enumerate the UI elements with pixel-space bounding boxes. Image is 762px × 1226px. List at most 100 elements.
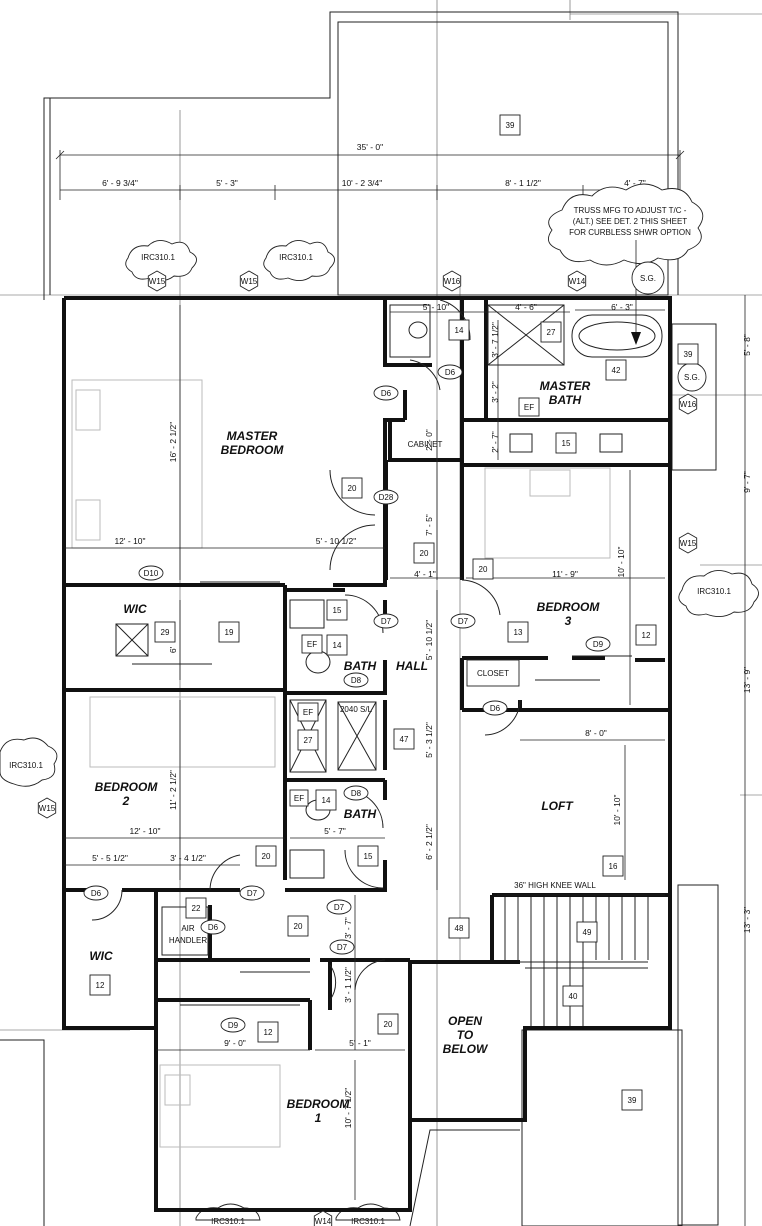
sg-label-2: S.G. [684, 373, 700, 382]
tag-number: 15 [364, 852, 373, 861]
tag-number: 27 [547, 328, 556, 337]
door-tag-d10: D10 [138, 565, 164, 581]
door-tag-oval [138, 565, 164, 581]
tag-box [357, 845, 379, 867]
tag-t29: 29 [154, 621, 176, 643]
door-tag-d6d: D6 [83, 885, 109, 901]
door-tag-d7b: D7 [450, 613, 476, 629]
dim-mbath-1: 3' - 7 1/2" [490, 322, 500, 358]
tag-t47: 47 [393, 728, 415, 750]
tag-number: 20 [420, 549, 429, 558]
truss-note-line-3: FOR CURBLESS SHWR OPTION [569, 228, 691, 237]
room-open-1: OPEN [448, 1014, 482, 1028]
interior-dim-lines [64, 295, 746, 1226]
dim-mb-depth: 16' - 2 1/2" [168, 422, 178, 463]
tag-number: 20 [384, 1020, 393, 1029]
tag-t16: 16 [602, 855, 624, 877]
door-tag-d7d: D7 [326, 899, 352, 915]
dim-low-1: 5' - 5 1/2" [92, 853, 128, 863]
tag-box [341, 477, 363, 499]
tag-t39c: 39 [621, 1089, 643, 1111]
tag-box [448, 917, 470, 939]
tag-box [540, 321, 562, 343]
door-tag-d6b: D6 [437, 364, 463, 380]
window-tag-label: W15 [39, 804, 56, 813]
stair-treads [504, 897, 649, 1026]
dim-shower-w: 4' - 6" [515, 302, 537, 312]
door-tag-label: D6 [381, 389, 392, 398]
room-bedroom-3-2: 3 [565, 614, 572, 628]
exterior-walls [62, 296, 672, 1212]
window-tag-label: W15 [149, 277, 166, 286]
room-bedroom-1-2: 1 [315, 1111, 322, 1125]
tag-t14b: 14 [326, 634, 348, 656]
dim-hall-6: 3' - 7" [343, 917, 353, 939]
door-tag-label: D7 [334, 903, 345, 912]
tag-t12a: 12 [635, 624, 657, 646]
door-tag-oval [329, 939, 355, 955]
dim-br2-w: 12' - 10" [129, 826, 160, 836]
tag-t15c: 15 [357, 845, 379, 867]
door-tag-label: D9 [228, 1021, 239, 1030]
tag-t20c: 20 [472, 558, 494, 580]
tag-box [507, 621, 529, 643]
window-tag-w16a: W16 [442, 270, 462, 292]
tag-box [255, 845, 277, 867]
door-tag-d9b: D9 [220, 1017, 246, 1033]
tag-t14c: 14 [315, 789, 337, 811]
dim-bath2-w: 5' - 7" [324, 826, 346, 836]
tag-t12b: 12 [89, 974, 111, 996]
tag-t19: 19 [218, 621, 240, 643]
tag-t39a: 39 [499, 114, 521, 136]
tag-box [218, 621, 240, 643]
door-tag-oval [585, 636, 611, 652]
tag-t39b: 39 [677, 343, 699, 365]
door-tag-oval [373, 613, 399, 629]
sg-label-1: S.G. [640, 274, 656, 283]
tag-t20f: 20 [377, 1013, 399, 1035]
dim-right-1: 5' - 8" [742, 334, 752, 356]
tag-t48: 48 [448, 917, 470, 939]
irc-label-1: IRC310.1 [141, 253, 175, 262]
door-tag-oval [239, 885, 265, 901]
room-loft: LOFT [541, 799, 574, 813]
window-tag-label: W16 [680, 400, 697, 409]
furniture [71, 379, 611, 1148]
room-open-3: BELOW [443, 1042, 489, 1056]
door-tag-label: D6 [91, 889, 102, 898]
door-tag-d6c: D6 [482, 700, 508, 716]
tag-number: 16 [609, 862, 618, 871]
dim-br3-d: 10' - 10" [616, 546, 626, 577]
window-tag-w14b: W14 [313, 1210, 333, 1226]
dim-hall-7: 3' - 1 1/2" [343, 967, 353, 1003]
irc-label-5: IRC310.1 [211, 1217, 245, 1226]
tag-box [377, 1013, 399, 1035]
dim-br2-d: 11' - 2 1/2" [168, 770, 178, 810]
tag-number: 14 [333, 641, 342, 650]
window-tag-label: W15 [680, 539, 697, 548]
room-bedroom-1-1: BEDROOM [287, 1097, 351, 1111]
door-tag-oval [83, 885, 109, 901]
tag-number: 15 [333, 606, 342, 615]
tag-number: 12 [264, 1028, 273, 1037]
dim-right-2: 9' - 7" [742, 471, 752, 493]
dim-mbath-3: 2' - 7" [490, 431, 500, 453]
door-tag-oval [200, 919, 226, 935]
label-sl: 2040 S/L [340, 705, 373, 714]
room-master-bedroom-2: BEDROOM [221, 443, 285, 457]
dim-hall-5: 6' - 2 1/2" [424, 824, 434, 860]
door-tag-label: D7 [458, 617, 469, 626]
dim-hall-4: 5' - 3 1/2" [424, 722, 434, 758]
dim-right-3: 13' - 9" [742, 667, 752, 693]
truss-note-line-2: (ALT.) SEE DET. 2 THIS SHEET [573, 217, 688, 226]
room-wic-2: WIC [89, 949, 113, 963]
tag-t13: 13 [507, 621, 529, 643]
tag-number: 40 [569, 992, 578, 1001]
tag-box [287, 915, 309, 937]
window-tag-w15c: W15 [678, 532, 698, 554]
tag-box [602, 855, 624, 877]
door-tag-label: D6 [445, 368, 456, 377]
